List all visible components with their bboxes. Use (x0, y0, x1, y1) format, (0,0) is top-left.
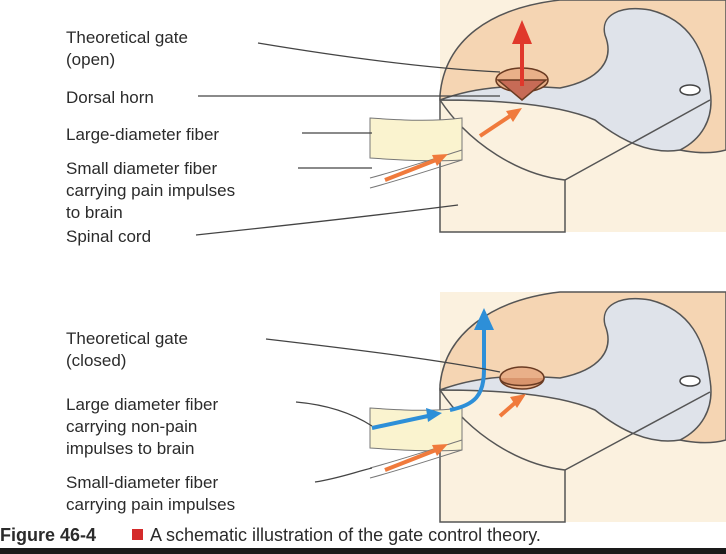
top-ventral-fissure (564, 99, 711, 181)
bottom-nonpain-arrow-up (449, 328, 486, 412)
top-label-gate-1: Theoretical gate (66, 28, 188, 47)
top-central-canal (679, 84, 701, 96)
bottom-leader-small (314, 467, 373, 483)
bottom-nonpain-arrow-in-head (426, 408, 442, 422)
figure-caption: Figure 46-4 A schematic illustration of … (0, 525, 541, 545)
bottom-rule (0, 548, 726, 554)
bottom-central-canal (679, 375, 701, 387)
bottom-pain-arrow-outer-head (432, 444, 448, 456)
top-label-dorsal-horn: Dorsal horn (66, 88, 154, 107)
top-pain-arrow-inner (478, 114, 512, 138)
bottom-leader-gate (265, 338, 501, 373)
top-diagram: Theoretical gate (open) Dorsal horn Larg… (66, 0, 726, 246)
top-label-small-fiber-2: carrying pain impulses (66, 181, 235, 200)
bottom-pain-arrow-outer (384, 448, 437, 472)
bottom-label-small-fiber-1: Small-diameter fiber (66, 473, 218, 492)
bottom-label-large-fiber-3: impulses to brain (66, 439, 195, 458)
bottom-pain-arrow-inner (498, 400, 518, 418)
top-label-small-fiber-3: to brain (66, 203, 123, 222)
bottom-gray-matter (439, 298, 712, 442)
bottom-small-fiber-2 (369, 449, 463, 479)
top-gray-matter (439, 8, 712, 152)
bottom-label-large-fiber-2: carrying non-pain (66, 417, 197, 436)
top-label-spinal-cord: Spinal cord (66, 227, 151, 246)
bottom-small-fiber (369, 439, 463, 469)
top-small-fiber (369, 149, 463, 179)
caption-marker (132, 529, 143, 540)
caption-figure-number: Figure 46-4 (0, 525, 96, 545)
top-small-fiber-2 (369, 159, 463, 189)
bottom-nonpain-arrow-in (371, 414, 429, 430)
bottom-label-gate-2: (closed) (66, 351, 126, 370)
bottom-label-gate-1: Theoretical gate (66, 329, 188, 348)
top-pain-arrow-inner-head (506, 108, 522, 122)
bottom-label-small-fiber-2: carrying pain impulses (66, 495, 235, 514)
bottom-leader-large (295, 401, 373, 427)
bottom-gate-closed-edge (499, 377, 545, 387)
bottom-label-large-fiber-1: Large diameter fiber (66, 395, 218, 414)
top-pain-arrow-outer-head (432, 154, 448, 166)
top-label-large-fiber: Large-diameter fiber (66, 125, 219, 144)
bottom-diagram: Theoretical gate (closed) Large diameter… (66, 291, 726, 523)
top-label-gate-2: (open) (66, 50, 115, 69)
top-label-small-fiber-1: Small diameter fiber (66, 159, 218, 178)
caption-text: A schematic illustration of the gate con… (150, 525, 541, 545)
bottom-nonpain-arrow-up-head (474, 308, 494, 330)
top-gate-arrow-head (512, 20, 532, 44)
bottom-pain-arrow-inner-head (510, 394, 526, 408)
bottom-ventral-fissure (564, 391, 711, 471)
top-leader-cord (195, 204, 459, 236)
top-leader-gate (257, 42, 501, 73)
top-pain-arrow-outer (384, 158, 437, 182)
